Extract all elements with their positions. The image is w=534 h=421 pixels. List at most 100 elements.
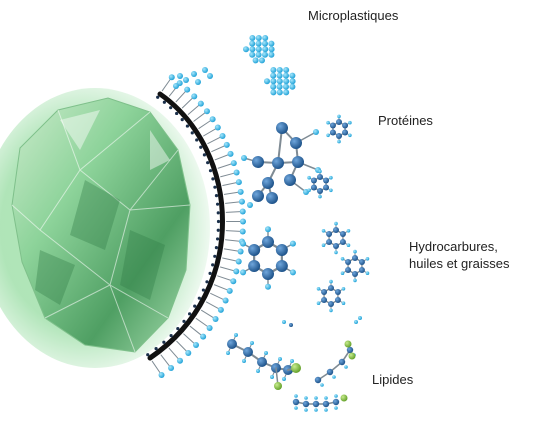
atom (328, 285, 334, 291)
atom (276, 122, 288, 134)
atom (329, 176, 333, 180)
atom (283, 67, 289, 73)
atom (210, 116, 216, 122)
atom (207, 73, 213, 79)
bond (161, 355, 170, 366)
atom (264, 78, 270, 84)
atom (347, 347, 353, 353)
atom (256, 369, 260, 373)
atom (173, 83, 179, 89)
atom (341, 395, 348, 402)
atom (276, 260, 288, 272)
atom (234, 333, 238, 337)
atom (345, 267, 351, 273)
bond (211, 293, 224, 299)
membrane-bead (211, 263, 214, 266)
atom (168, 365, 174, 371)
membrane-bead (215, 194, 218, 197)
atom (262, 236, 274, 248)
bond (214, 285, 227, 290)
atom (292, 156, 304, 168)
atom (252, 190, 264, 202)
atom (337, 115, 341, 119)
bond (215, 155, 228, 160)
atom (198, 101, 204, 107)
microplastic-particles (173, 35, 296, 95)
membrane-bead (156, 96, 159, 99)
membrane-bead (213, 255, 216, 258)
bond (223, 258, 237, 261)
atom (335, 297, 341, 303)
atom (318, 195, 322, 199)
atom (252, 156, 264, 168)
bond (224, 192, 238, 194)
atom (323, 185, 329, 191)
membrane-bead (191, 131, 194, 134)
bond (218, 276, 231, 280)
atom (262, 46, 268, 52)
label-hydrocarbons-line1: Hydrocarbures, (409, 238, 509, 255)
atom (322, 229, 326, 233)
bond (194, 113, 205, 121)
atom (243, 347, 253, 357)
atom (177, 73, 183, 79)
bond (226, 202, 240, 203)
atom (270, 67, 276, 73)
atom (326, 134, 330, 138)
atom (324, 408, 328, 412)
atom (333, 243, 339, 249)
membrane-bead (217, 229, 220, 232)
membrane-bead (193, 304, 196, 307)
membrane-bead (199, 146, 202, 149)
hydrocarbon-fragment (317, 280, 346, 312)
atom (334, 222, 338, 226)
bond (199, 121, 211, 129)
atom (315, 377, 321, 383)
atom (270, 73, 276, 79)
atom (294, 394, 298, 398)
atom (277, 67, 283, 73)
atom (303, 401, 309, 407)
atom (234, 170, 240, 176)
atom (262, 35, 268, 41)
atom (240, 219, 246, 225)
atom (243, 46, 249, 52)
membrane-bead (203, 153, 206, 156)
atom (342, 130, 348, 136)
bond (152, 361, 160, 373)
atom (348, 121, 352, 125)
atom (353, 279, 357, 283)
atom (333, 399, 339, 405)
bond (221, 173, 235, 177)
atom (311, 185, 317, 191)
atom (311, 178, 317, 184)
protein-fragment (326, 115, 351, 144)
membrane-bead (162, 341, 165, 344)
atom (270, 78, 276, 84)
membrane-bead (175, 112, 178, 115)
atom (265, 284, 271, 290)
membrane-bead (163, 101, 166, 104)
atom (326, 231, 332, 237)
atom (277, 73, 283, 79)
atom (290, 137, 302, 149)
atom (240, 241, 246, 247)
atom (220, 133, 226, 139)
atom (183, 77, 189, 83)
membrane-bead (186, 124, 189, 127)
molecules-layer (226, 115, 369, 412)
atom (347, 243, 351, 247)
atom (317, 287, 321, 291)
atom (277, 78, 283, 84)
atom (191, 93, 197, 99)
bond (226, 231, 240, 232)
atom (366, 271, 370, 275)
atom (313, 129, 319, 135)
atom (329, 189, 333, 193)
atom (268, 41, 274, 47)
membrane-bead (182, 320, 185, 323)
atom (304, 396, 308, 400)
atom (262, 41, 268, 47)
atom (327, 369, 333, 375)
lipid-molecule (226, 333, 301, 390)
